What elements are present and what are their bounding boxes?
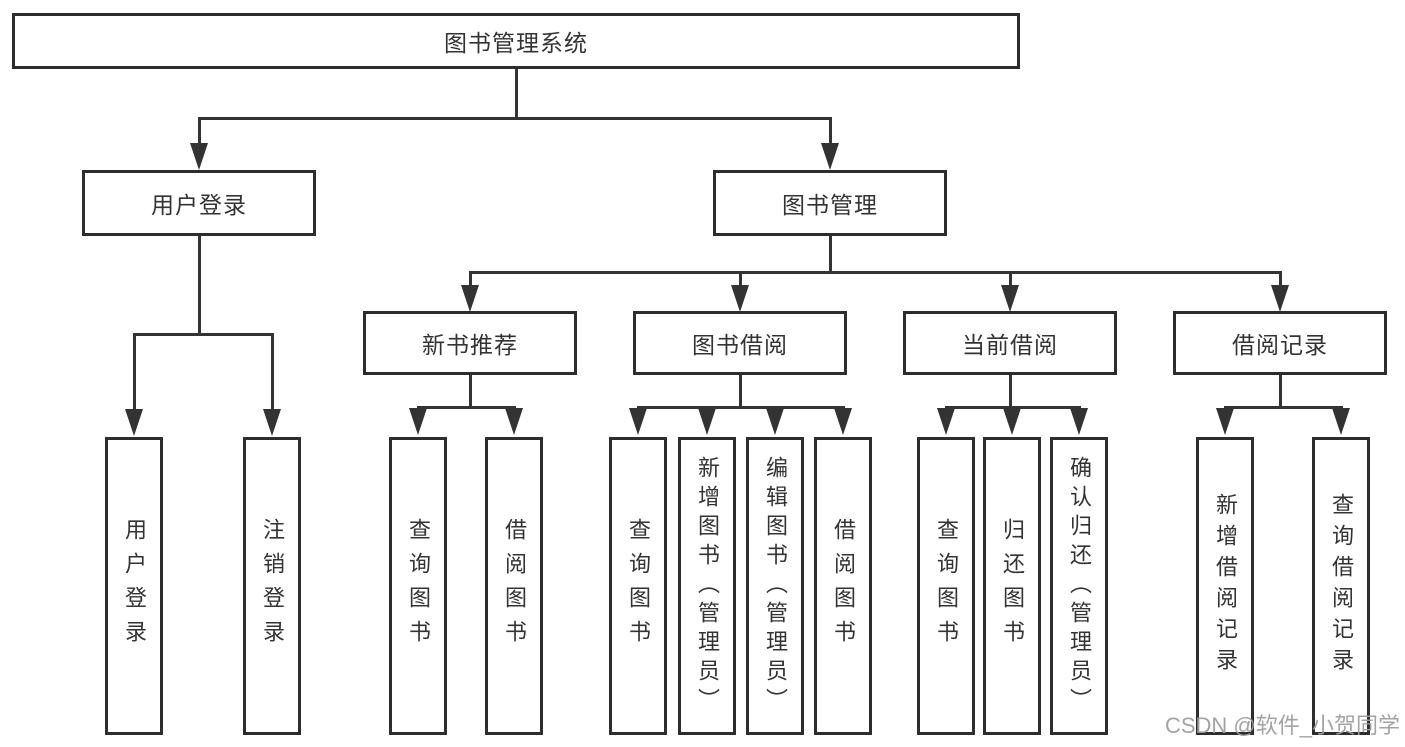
node-user-login-label: 用户登录	[151, 192, 247, 218]
node-new-book-recommend-label: 新书推荐	[422, 332, 518, 358]
leaf-borrow-books-label: 借阅图书	[831, 518, 856, 654]
connector-line	[417, 406, 516, 409]
connector-line	[739, 271, 742, 286]
leaf-logout-label: 注销登录	[260, 518, 285, 654]
leaf-query-books-current: 查询图书	[917, 437, 975, 735]
connector-arrow	[461, 285, 479, 312]
connector-line	[739, 373, 742, 408]
connector-line	[133, 333, 274, 336]
node-new-book-recommend: 新书推荐	[363, 311, 577, 375]
connector-arrow	[263, 409, 281, 436]
connector-arrow	[731, 285, 749, 312]
leaf-user-login: 用户登录	[105, 437, 163, 735]
connector-line	[198, 117, 832, 120]
leaf-query-books-borrowing-label: 查询图书	[626, 518, 651, 654]
connector-arrow	[190, 143, 208, 170]
node-current-borrowing: 当前借阅	[903, 311, 1117, 375]
connector-line	[1009, 373, 1012, 408]
connector-line	[198, 117, 201, 146]
leaf-add-borrow-record: 新增借阅记录	[1196, 437, 1254, 735]
connector-arrow	[1332, 408, 1350, 435]
connector-arrow	[937, 408, 955, 435]
leaf-return-books-label: 归还图书	[1000, 518, 1025, 654]
leaf-query-books-borrowing: 查询图书	[609, 437, 667, 735]
connector-arrow	[409, 408, 427, 435]
leaf-borrow-books-recommend-label: 借阅图书	[502, 518, 527, 654]
leaf-add-books-admin-label: 新增图书（管理员）	[695, 455, 720, 717]
leaf-add-books-admin: 新增图书（管理员）	[678, 437, 736, 735]
leaf-borrow-books: 借阅图书	[814, 437, 872, 735]
connector-arrow	[1216, 408, 1234, 435]
connector-arrow	[1003, 408, 1021, 435]
connector-line	[829, 117, 832, 146]
connector-arrow	[125, 409, 143, 436]
node-library-system-label: 图书管理系统	[444, 30, 588, 56]
connector-line	[637, 406, 845, 409]
connector-arrow	[505, 408, 523, 435]
connector-line	[829, 236, 832, 273]
node-library-system: 图书管理系统	[12, 13, 1020, 69]
connector-line	[1009, 271, 1012, 286]
node-book-management: 图书管理	[713, 170, 947, 236]
connector-line	[133, 333, 136, 410]
connector-arrow	[1070, 408, 1088, 435]
node-current-borrowing-label: 当前借阅	[962, 332, 1058, 358]
leaf-logout: 注销登录	[243, 437, 301, 735]
connector-line	[469, 271, 472, 286]
connector-line	[469, 271, 1282, 274]
connector-arrow	[1271, 285, 1289, 312]
connector-line	[1279, 271, 1282, 286]
leaf-user-login-label: 用户登录	[122, 518, 147, 654]
connector-arrow	[766, 408, 784, 435]
connector-arrow	[629, 408, 647, 435]
leaf-edit-books-admin: 编辑图书（管理员）	[746, 437, 804, 735]
leaf-query-books-recommend-label: 查询图书	[406, 518, 431, 654]
connector-arrow	[834, 408, 852, 435]
leaf-add-borrow-record-label: 新增借阅记录	[1213, 493, 1238, 679]
node-borrowing-records: 借阅记录	[1173, 311, 1387, 375]
leaf-query-borrow-record-label: 查询借阅记录	[1329, 493, 1354, 679]
node-user-login: 用户登录	[82, 170, 316, 236]
connector-line	[515, 66, 518, 119]
leaf-query-books-current-label: 查询图书	[934, 518, 959, 654]
node-book-borrowing: 图书借阅	[633, 311, 847, 375]
leaf-confirm-return-admin-label: 确认归还（管理员）	[1067, 455, 1092, 717]
connector-line	[1224, 406, 1343, 409]
leaf-return-books: 归还图书	[983, 437, 1041, 735]
watermark: CSDN @软件_小贺同学	[1164, 713, 1400, 738]
connector-line	[945, 406, 1081, 409]
leaf-borrow-books-recommend: 借阅图书	[485, 437, 543, 735]
leaf-edit-books-admin-label: 编辑图书（管理员）	[763, 455, 788, 717]
connector-line	[1279, 373, 1282, 408]
node-book-management-label: 图书管理	[782, 192, 878, 218]
leaf-confirm-return-admin: 确认归还（管理员）	[1050, 437, 1108, 735]
connector-line	[271, 333, 274, 410]
connector-line	[198, 236, 201, 335]
connector-arrow	[698, 408, 716, 435]
connector-arrow	[821, 143, 839, 170]
connector-arrow	[1001, 285, 1019, 312]
node-borrowing-records-label: 借阅记录	[1232, 332, 1328, 358]
leaf-query-borrow-record: 查询借阅记录	[1312, 437, 1370, 735]
leaf-query-books-recommend: 查询图书	[389, 437, 447, 735]
connector-line	[469, 373, 472, 408]
node-book-borrowing-label: 图书借阅	[692, 332, 788, 358]
